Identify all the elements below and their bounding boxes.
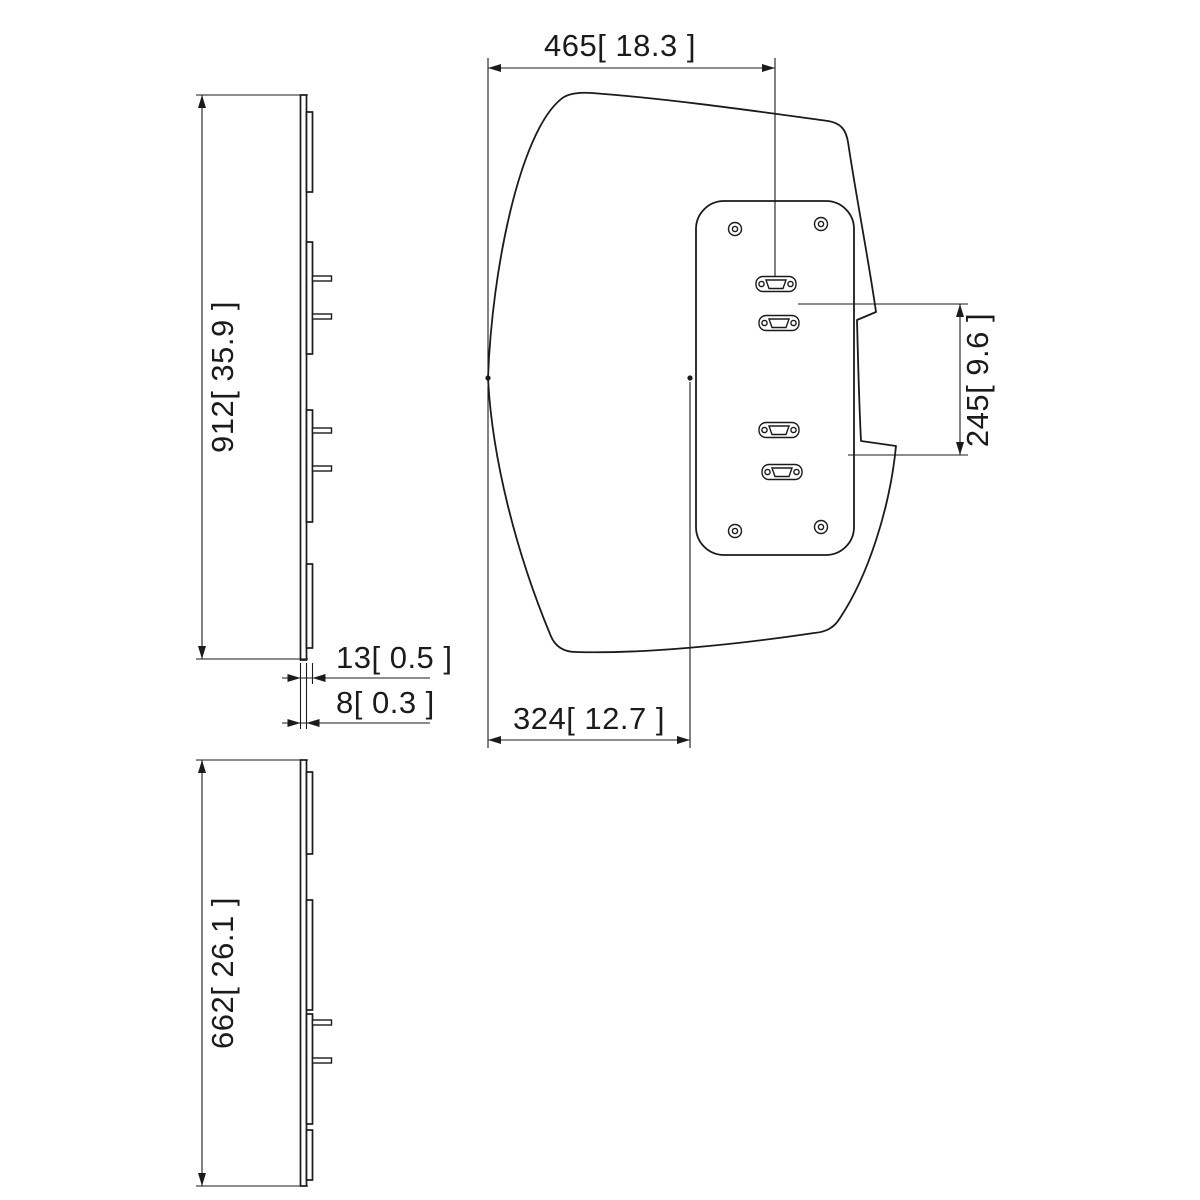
dimension-lines [487,58,776,370]
screw-hole [813,216,829,232]
plate-strip [305,409,314,523]
center-mark [485,375,491,381]
front-view [485,91,897,654]
plate-strip [305,899,314,1011]
adapter-cover-outline [487,91,897,654]
dim-label-width-top: 465[ 18.3 ] [544,28,696,63]
dimension-lines [196,759,308,1187]
dim-label-height-upper: 912[ 35.9 ] [205,301,240,453]
connector-slot [761,463,803,481]
plate-body [299,759,308,1187]
arrowheads [287,674,326,682]
arrowheads [287,719,320,727]
dim-hole-spacing: 245[ 9.6 ] [798,303,995,456]
dimension-lines [487,382,691,748]
dim-label-thickness-total: 13[ 0.5 ] [336,640,453,675]
side-view-upper [299,94,333,661]
plate-strip [305,771,314,855]
plate-strip [305,241,314,355]
dim-label-hole-spacing: 245[ 9.6 ] [960,313,995,447]
screw-hole [813,519,829,535]
plate-body [299,94,308,661]
plate-strip [305,563,314,649]
mounting-pin [311,1057,333,1064]
mounting-pin [311,427,333,434]
dim-width-bottom: 324[ 12.7 ] [487,382,691,748]
mounting-pin [311,465,333,472]
center-mark [687,375,693,381]
dim-label-width-bottom: 324[ 12.7 ] [513,701,665,736]
dimension-lines [798,303,968,456]
dim-height-upper: 912[ 35.9 ] [196,94,308,660]
mounting-pin [311,1019,333,1026]
dim-width-top: 465[ 18.3 ] [487,28,776,370]
plate-strip [305,1129,314,1181]
dimension-lines [196,94,308,660]
dim-thickness-group: 13[ 0.5 ] 8[ 0.3 ] [282,640,453,729]
plate-strip [305,1013,314,1125]
connector-slot [758,421,800,439]
screw-hole [727,221,743,237]
side-view-lower [299,759,333,1187]
mounting-pin [311,313,333,320]
screw-hole [727,523,743,539]
extension-lines [299,663,314,729]
connector-slot [758,314,800,332]
dim-label-height-lower: 662[ 26.1 ] [205,897,240,1049]
plate-strip [305,111,314,193]
mounting-pin [311,275,333,282]
connector-slot [755,275,797,293]
dim-label-thickness-plate: 8[ 0.3 ] [336,685,435,720]
dim-height-lower: 662[ 26.1 ] [196,759,308,1187]
